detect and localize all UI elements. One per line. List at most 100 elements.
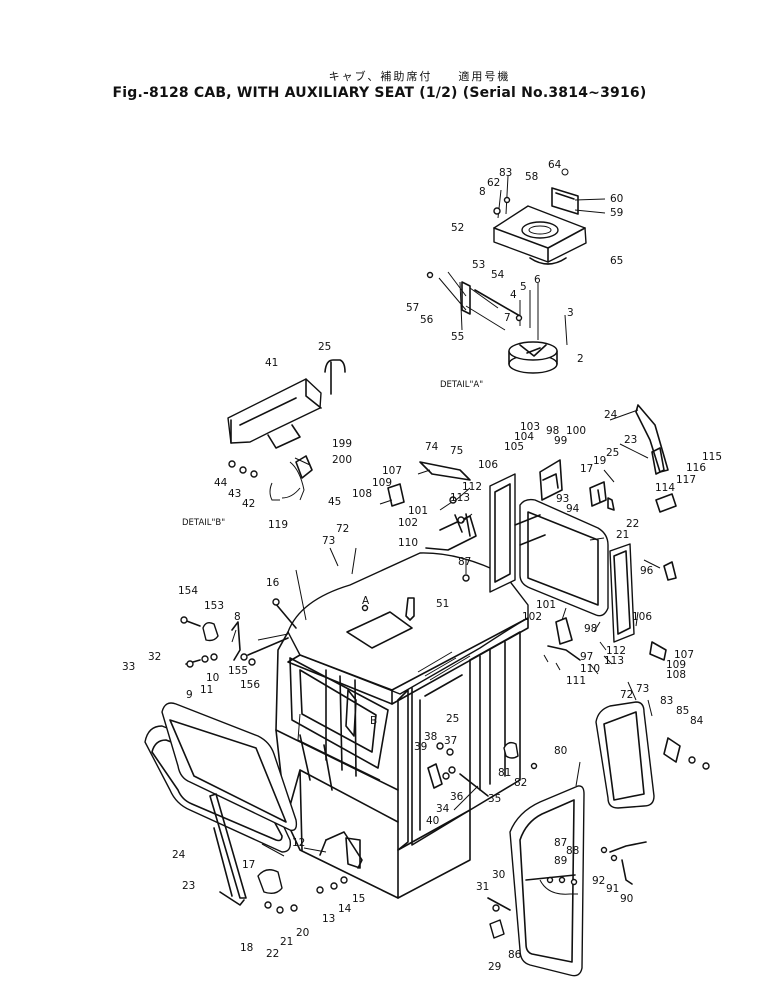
part-label: 156 [240,679,260,691]
part-label: 115 [702,451,722,463]
diagram-title: Fig.-8128 CAB, WITH AUXILIARY SEAT (1/2)… [112,85,647,101]
part-number-labels: 64 83 62 58 8 60 59 52 65 53 54 6 5 4 57… [122,159,722,973]
part-label: 109 [666,659,686,671]
part-label: 86 [508,949,522,961]
part-label: 60 [610,193,623,205]
part-label: 13 [322,913,335,925]
part-label: 106 [632,611,652,623]
leader-lines [231,409,661,857]
part-label: 109 [372,477,392,489]
part-label: 39 [414,741,427,753]
part-label: 10 [206,672,219,684]
part-label: 57 [406,302,419,314]
part-label: 20 [296,927,309,939]
part-label: 114 [655,482,675,494]
part-label: 56 [420,314,434,326]
part-label: 40 [426,815,439,827]
part-label: 55 [451,331,464,343]
part-label: 101 [408,505,428,517]
part-label: 54 [491,269,505,281]
part-label: 32 [148,651,161,663]
part-label: 45 [328,496,341,508]
part-label: 112 [606,645,626,657]
part-label: 87 [458,556,471,568]
part-label: 21 [280,936,293,948]
seat-swivel-base [426,271,568,374]
part-label: 83 [499,167,512,179]
part-label: 113 [450,492,470,504]
part-label: 96 [640,565,654,577]
part-label: 36 [450,791,464,803]
small-hardware-parts [180,597,710,939]
part-label: 6 [534,274,541,286]
part-label: 5 [520,281,527,293]
part-label: 107 [382,465,402,477]
part-label: 17 [580,463,593,475]
part-label: 23 [182,880,195,892]
part-label: 106 [478,459,498,471]
part-label: 22 [266,948,279,960]
upper-right-door-window [489,459,635,643]
part-label: 65 [610,255,623,267]
part-label: 9 [186,689,193,701]
part-label: 53 [472,259,485,271]
part-label: 2 [577,353,584,365]
part-label: 21 [616,529,629,541]
part-label: 8 [234,611,241,623]
part-label: 98 [546,425,559,437]
part-label: 33 [122,661,135,673]
part-label: 105 [504,441,524,453]
part-label: 16 [266,577,280,589]
part-label: 108 [352,488,372,500]
part-label: 14 [338,903,352,915]
part-label: 101 [536,599,556,611]
part-label: 92 [592,875,605,887]
part-label: 41 [265,357,278,369]
part-label: 22 [626,518,639,530]
part-label: 62 [487,177,500,189]
part-label: 19 [593,455,606,467]
detail-b-callout: B [370,715,377,727]
part-label: 64 [548,159,562,171]
part-label: 43 [228,488,241,500]
part-label: 25 [446,713,459,725]
part-label: 110 [580,663,600,675]
part-label: 113 [604,655,624,667]
part-label: 154 [178,585,198,597]
part-label: 155 [228,665,248,677]
rear-right-window [595,701,655,809]
part-label: 99 [554,435,567,447]
part-label: 199 [332,438,352,450]
auxiliary-seat-cushion [493,168,606,265]
part-label: 89 [554,855,567,867]
part-label: 94 [566,503,580,515]
part-label: 73 [322,535,335,547]
diagram-title-japanese: キャブ、補助席付 適用号機 [328,70,511,83]
part-label: 35 [488,793,501,805]
part-label: 98 [584,623,597,635]
part-label: 3 [567,307,574,319]
part-label: 23 [624,434,637,446]
part-label: 87 [554,837,567,849]
part-label: 102 [398,517,418,529]
part-label: 8 [479,186,486,198]
part-label: 37 [444,735,457,747]
part-label: 30 [492,869,505,881]
part-label: 116 [686,462,706,474]
part-label: 88 [566,845,579,857]
part-label: 80 [554,745,567,757]
part-label: 7 [504,312,511,324]
part-label: 102 [522,611,542,623]
cab-frame [275,552,529,899]
part-label: 75 [450,445,463,457]
part-label: 15 [352,893,365,905]
part-label: 51 [436,598,449,610]
part-label: 42 [242,498,255,510]
part-label: 90 [620,893,633,905]
detail-a-label: DETAIL"A" [440,380,483,390]
part-label: 38 [424,731,437,743]
part-label: 72 [620,689,633,701]
left-window-wiper [209,793,298,914]
part-label: 58 [525,171,538,183]
part-label: 29 [488,961,501,973]
